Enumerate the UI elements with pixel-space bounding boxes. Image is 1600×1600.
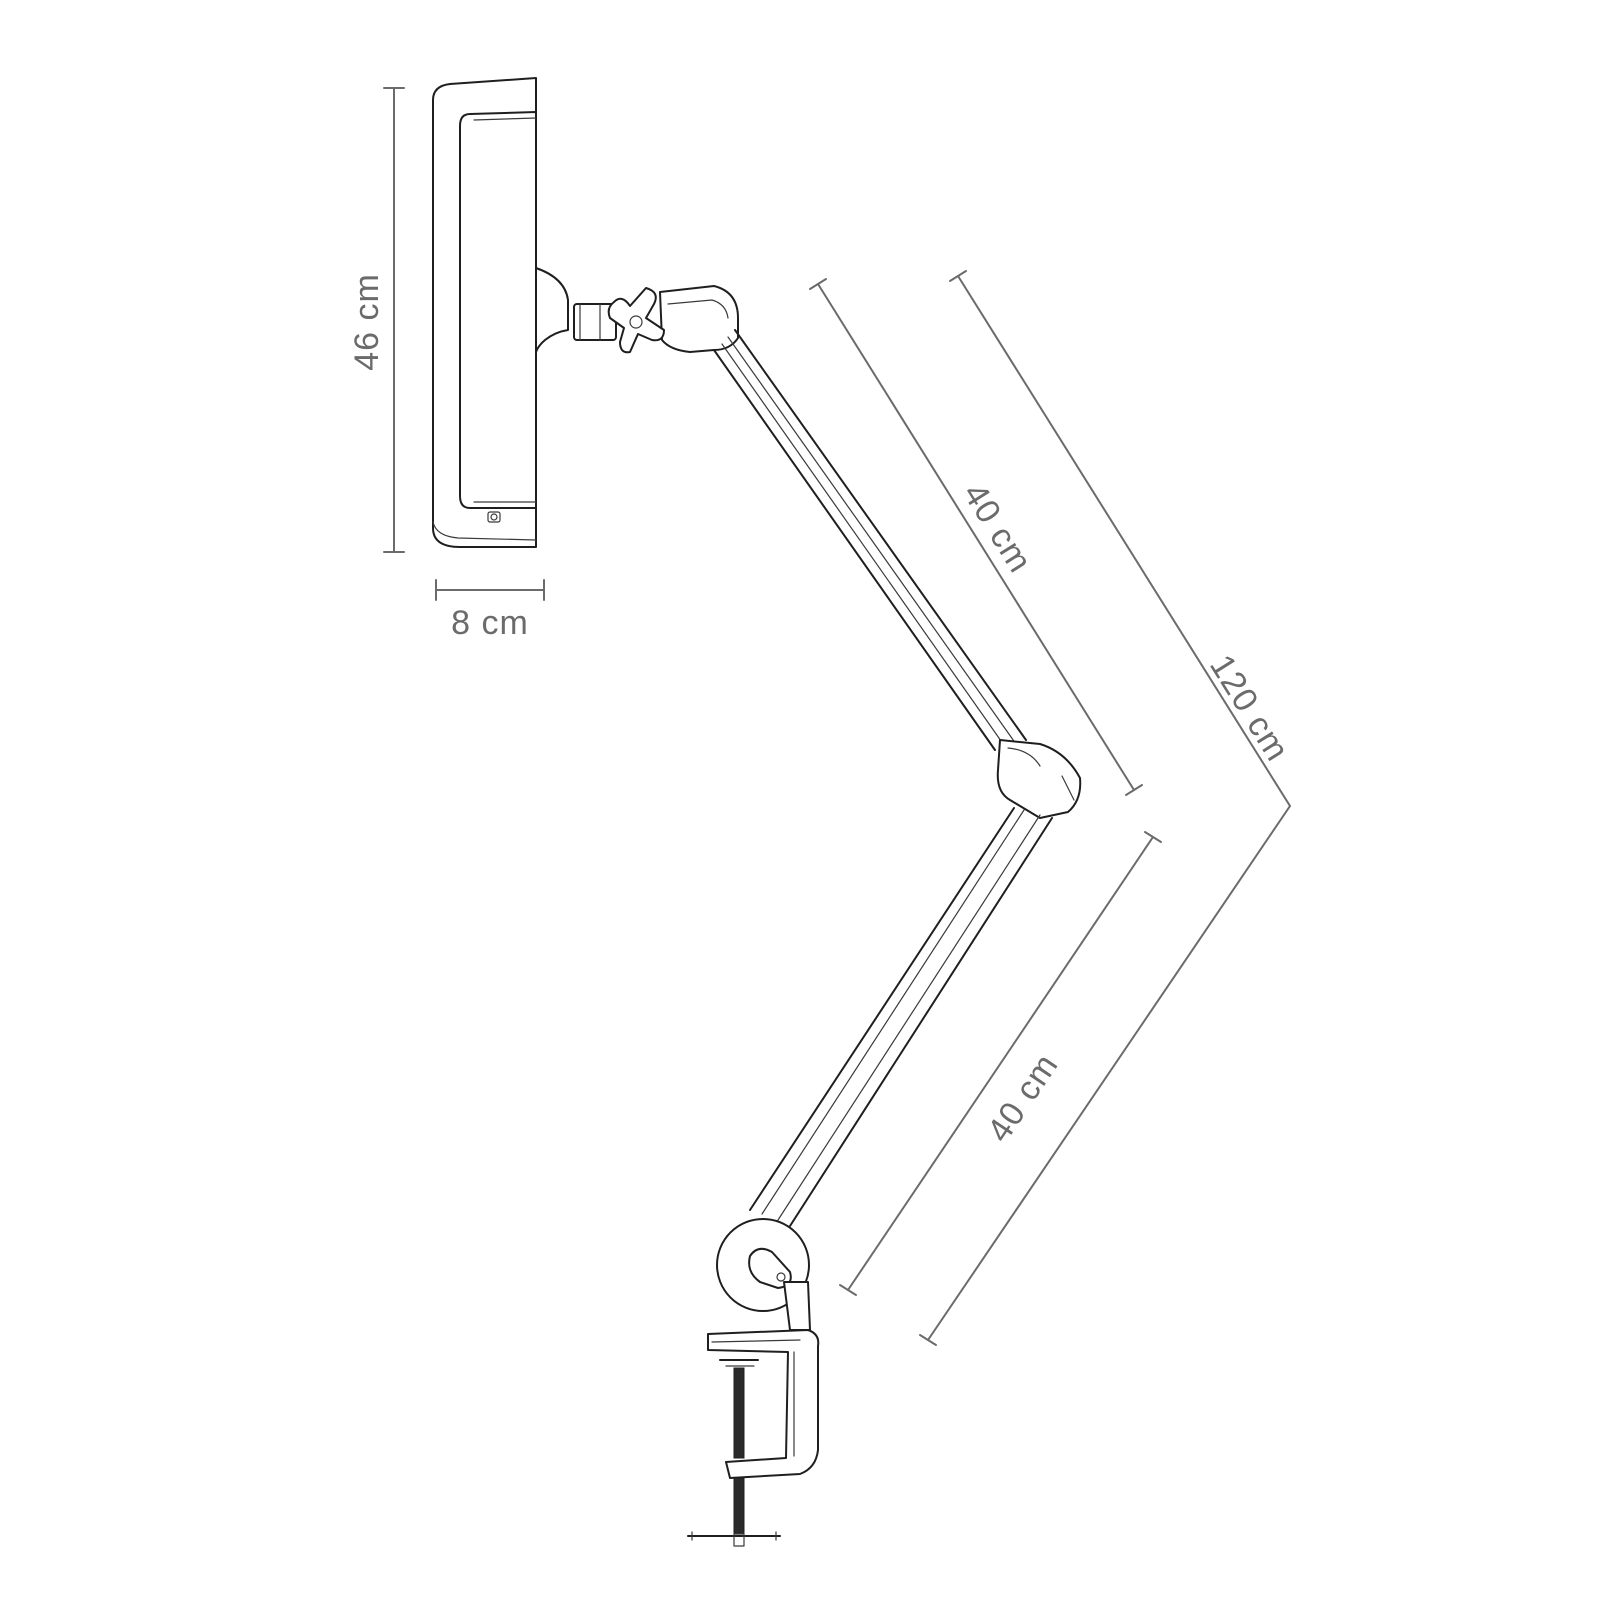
height-dimension: 46 cm	[348, 87, 405, 553]
upper-arm-label: 40 cm	[955, 477, 1039, 580]
elbow-joint	[996, 739, 1082, 819]
tilt-joint	[573, 285, 739, 353]
total-reach-dimension: 120 cm	[919, 270, 1297, 1346]
height-label: 46 cm	[348, 273, 386, 371]
width-label: 8 cm	[451, 604, 529, 642]
star-knob-icon	[607, 287, 665, 354]
upper-arm-dimension: 40 cm	[809, 278, 1143, 796]
total-reach-label: 120 cm	[1202, 648, 1296, 768]
upper-arm	[713, 329, 1027, 751]
lamp-head	[432, 77, 569, 548]
clamp-screw	[687, 1367, 781, 1547]
width-dimension: 8 cm	[435, 579, 545, 642]
desk-clamp	[707, 1281, 820, 1479]
lower-arm-label: 40 cm	[980, 1047, 1066, 1149]
lower-arm-dimension: 40 cm	[839, 831, 1162, 1296]
lower-arm	[749, 807, 1053, 1227]
